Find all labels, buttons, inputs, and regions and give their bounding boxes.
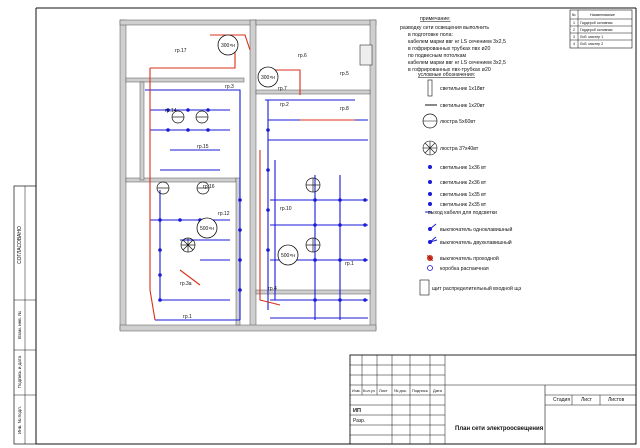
table-cell: 3 xyxy=(573,35,575,39)
switch-double-icon xyxy=(428,236,438,244)
side-stamp: СОГЛАСОВАНО Взам. инв. № Подпись и дата … xyxy=(13,185,37,445)
group-label: гр.6 xyxy=(298,53,307,59)
group-label: гр.14 xyxy=(165,108,177,114)
fluorescent-lamp-icon xyxy=(427,79,433,97)
stamp-info: Стадия xyxy=(553,397,570,403)
chandelier-500-1 xyxy=(196,217,218,239)
chandelier-300-1 xyxy=(217,34,239,56)
lamp-label-1: 300×н xyxy=(221,43,235,49)
role-razr: Разр. xyxy=(353,418,365,424)
legend-label: светильник 1х20вт xyxy=(440,103,485,109)
stamp-col: № док. xyxy=(394,388,407,393)
note-line: в гофрированных трубках пвх ø20 xyxy=(408,46,491,52)
group-label: гр.17 xyxy=(175,48,187,54)
legend-label: светильник 1х35 вт xyxy=(440,192,487,198)
dot-lamp-icon xyxy=(428,180,432,184)
stamp-col: Изм. xyxy=(352,388,361,393)
note-line: по подвесным потолкам xyxy=(408,53,466,59)
drawing-title: План сети электроосвещения xyxy=(455,426,544,432)
lamp-label-3: 500×н xyxy=(200,226,214,232)
table-header: № xyxy=(572,13,576,17)
stamp-col: Лист xyxy=(379,388,388,393)
legend-label: люстра 3?х40вт xyxy=(440,146,479,152)
legend-label: выключатель проходной xyxy=(440,255,499,262)
table-cell: 4 xyxy=(573,42,575,46)
side-inv-label: Инв. № подл. xyxy=(17,406,22,434)
junction-box-icon xyxy=(427,265,433,271)
chandelier-300-2 xyxy=(257,66,279,88)
table-cell: 2 xyxy=(573,28,575,32)
switch-pass-icon xyxy=(426,254,434,262)
notes-block: примечание: разводку сети освещения выпо… xyxy=(400,16,506,73)
panel-icon xyxy=(419,279,430,296)
chandelier-icon xyxy=(422,113,438,129)
group-label: гр.1 xyxy=(183,314,192,320)
stamp-col: Кол.уч xyxy=(363,388,375,393)
note-line: в подготовке пола: xyxy=(408,32,453,38)
group-label: гр.1 xyxy=(345,261,354,267)
group-label: гр.12 xyxy=(218,211,230,217)
legend-label: светильник 2х36 вт xyxy=(440,180,487,186)
legend-label: выход кабеля для подсветки xyxy=(428,210,497,216)
group-label: гр.3а xyxy=(180,281,192,287)
lamp-label-2: 300×н xyxy=(261,75,275,81)
group-label: гр.3 xyxy=(225,84,234,90)
legend: условные обозначения: светильник 1х18вт … xyxy=(418,72,522,296)
legend-label: люстра 5х60вт xyxy=(440,119,476,125)
room-table: № Наименование 1 Гардероб основная 2 Гар… xyxy=(569,9,633,49)
table-cell: Лоб. мастер 2 xyxy=(580,42,603,46)
group-label: гр.7 xyxy=(278,86,287,92)
chandelier-star-icon xyxy=(422,140,438,156)
legend-title: условные обозначения: xyxy=(418,72,475,78)
group-label: гр.16 xyxy=(203,184,215,190)
role-ip: ИП xyxy=(353,408,361,414)
table-header: Наименование xyxy=(590,13,615,17)
legend-label: коробка распаечная xyxy=(440,266,489,272)
group-label: гр.5 xyxy=(340,71,349,77)
stamp-info: Листов xyxy=(608,397,625,403)
table-cell: 1 xyxy=(573,21,575,25)
floor-plan: 300×н 300×н 500×н 500×н гр.17 гр.6 гр.5 … xyxy=(119,19,377,332)
stamp-col: Дата xyxy=(433,388,443,393)
group-label: гр.4 xyxy=(268,286,277,292)
dot-lamp-icon xyxy=(428,192,432,196)
legend-label: светильник 1х18вт xyxy=(440,86,485,92)
legend-label: щит распределительный входной щэ xyxy=(432,285,522,292)
side-agreed-label: СОГЛАСОВАНО xyxy=(17,226,23,264)
group-label: гр.8 xyxy=(340,106,349,112)
note-line: кабелем марки ввг нг LS сечением 3х2,5 xyxy=(408,60,506,66)
dot-lamp-icon xyxy=(428,165,432,169)
title-block xyxy=(349,354,637,445)
switch-single-icon xyxy=(428,223,437,231)
stamp-info: Лист xyxy=(581,397,593,403)
notes-title: примечание: xyxy=(420,16,451,22)
side-replace-label: Взам. инв. № xyxy=(17,311,22,339)
table-cell: Лоб. мастер 1 xyxy=(580,35,603,39)
note-line: кабелем марки ввг нг LS сечением 3х2,5 xyxy=(408,39,506,45)
table-cell: Гардероб основная xyxy=(580,21,612,25)
stamp-col: Подпись xyxy=(412,388,428,393)
group-label: гр.10 xyxy=(280,206,292,212)
legend-label: выключатель одноклавишный xyxy=(440,226,512,233)
group-label: гр.15 xyxy=(197,144,209,150)
legend-label: светильник 1х36 вт xyxy=(440,165,487,171)
table-cell: Гардероб основная xyxy=(580,28,612,32)
legend-label: светильник 2х35 вт xyxy=(440,202,487,208)
lamp-label-4: 500×н xyxy=(281,253,295,259)
note-line: разводку сети освещения выполнить xyxy=(400,25,489,31)
legend-label: выключатель двухклавишный xyxy=(440,239,512,246)
note-line: в гофрированных пвх-трубках ø20 xyxy=(408,67,491,73)
dot-lamp-icon xyxy=(428,202,432,206)
chandelier-500-2 xyxy=(277,244,299,266)
group-label: гр.2 xyxy=(280,102,289,108)
side-sign-label: Подпись и дата xyxy=(17,355,22,388)
